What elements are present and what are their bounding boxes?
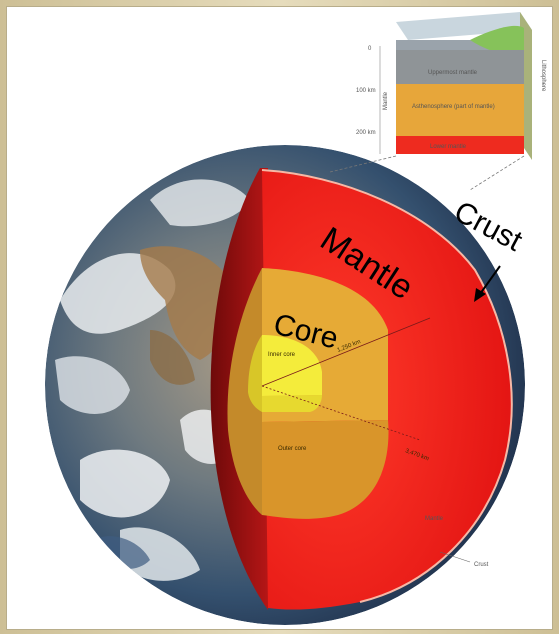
- inset-layer-lower-mantle: [396, 136, 524, 154]
- inset-block-diagram: Uppermost mantle Asthenosphere (part of …: [329, 12, 546, 191]
- inset-label-astheno: Asthenosphere (part of mantle): [412, 104, 495, 110]
- inset-land: [470, 25, 524, 58]
- crust-rim: [261, 169, 513, 603]
- inner-core-cut: [248, 335, 262, 412]
- inset-side-mantle: Mantle: [383, 91, 389, 110]
- inset-depth-0: 0: [368, 46, 372, 52]
- inset-depth-100: 100 km: [356, 88, 376, 94]
- inset-connector-right: [469, 155, 525, 191]
- inner-core-lower: [262, 395, 322, 412]
- inset-layer-crust: [396, 40, 524, 50]
- crust-arrow: [474, 265, 501, 302]
- outer-core-small-label: Outer core: [278, 446, 307, 452]
- radius-line: [261, 317, 431, 387]
- crust-pointer-line: [439, 551, 471, 563]
- inset-label-lower: Lower mantle: [430, 144, 467, 150]
- inset-label-upper: Uppermost mantle: [428, 70, 478, 76]
- inset-side-lithosphere: Lithosphere: [540, 60, 546, 92]
- inset-layer-upper-mantle: [396, 50, 524, 84]
- inset-depth-200: 200 km: [356, 130, 376, 136]
- crust-small-label: Crust: [474, 562, 489, 568]
- inset-layer-asthenosphere: [396, 84, 524, 136]
- mantle-small-label: Mantle: [425, 516, 444, 522]
- inset-connector-left: [329, 155, 397, 173]
- outer-core-lower: [262, 420, 389, 519]
- inner-core-layer: [262, 335, 322, 396]
- outer-core-cut: [227, 268, 262, 515]
- inner-core-small-label: Inner core: [268, 352, 296, 358]
